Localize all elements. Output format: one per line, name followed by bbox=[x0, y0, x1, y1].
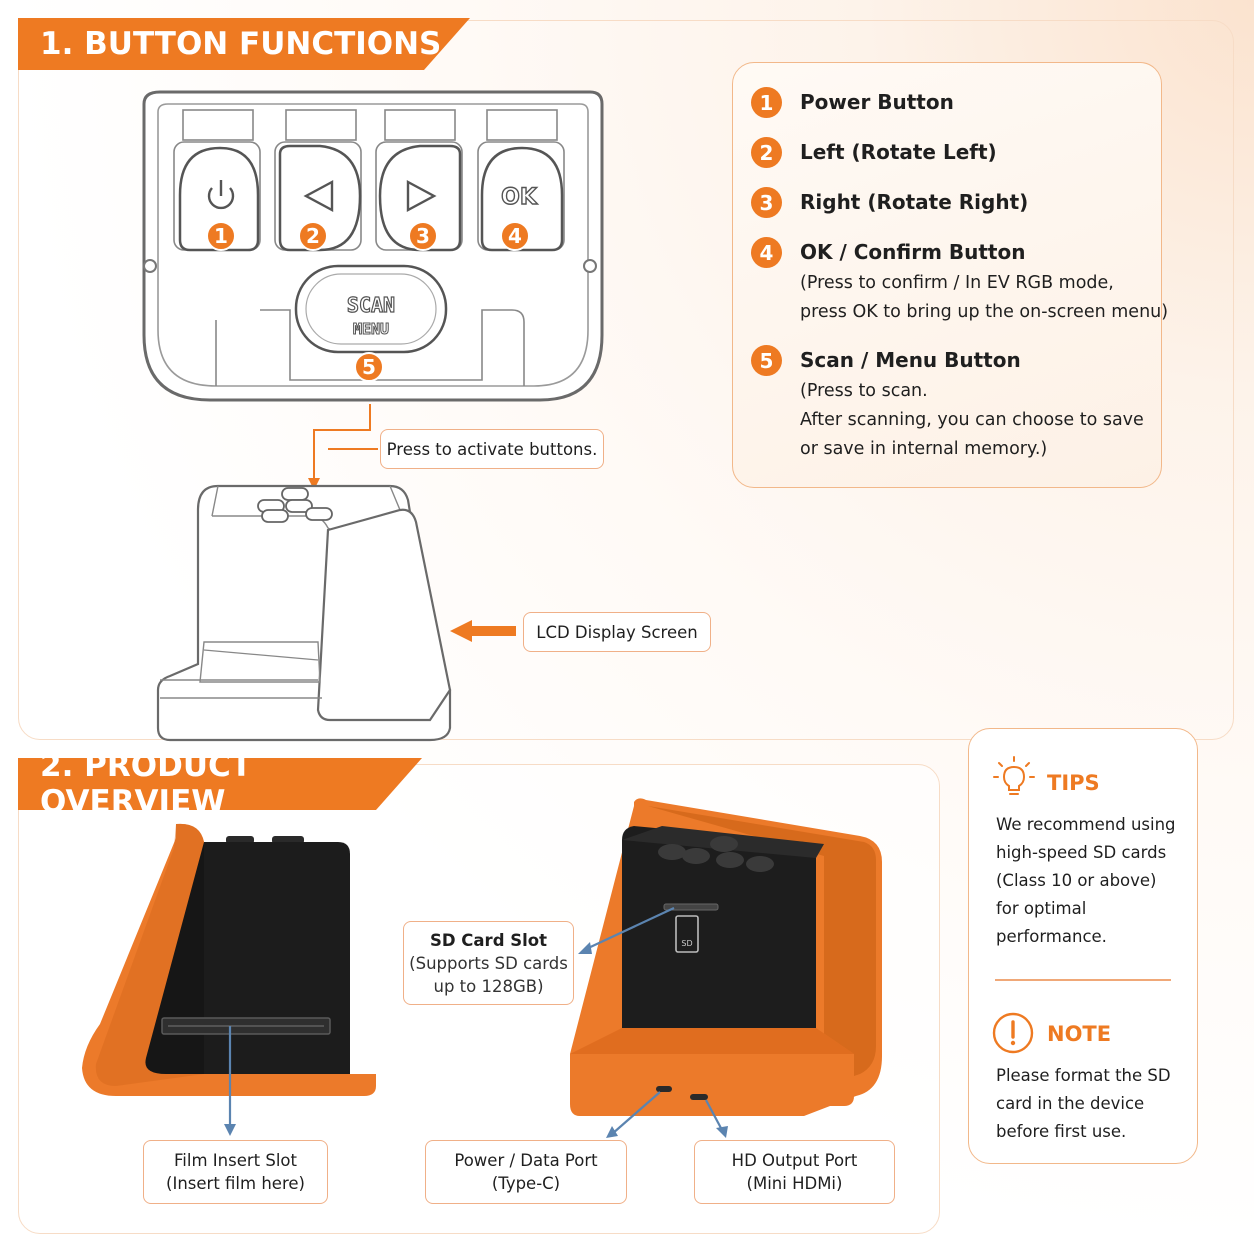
tips-line-5: performance. bbox=[996, 927, 1107, 946]
section-1-frame bbox=[18, 20, 1234, 740]
tips-divider bbox=[995, 979, 1171, 981]
scanner-line-drawing bbox=[156, 484, 452, 742]
legend-number-5: 5 bbox=[751, 345, 782, 376]
tips-line-3: (Class 10 or above) bbox=[996, 871, 1157, 890]
power-port-callout: Power / Data Port (Type-C) bbox=[425, 1140, 627, 1204]
legend-desc-4b: press OK to bring up the on-screen menu) bbox=[800, 302, 1169, 322]
legend-number-4: 4 bbox=[751, 237, 782, 268]
tips-line-4: for optimal bbox=[996, 899, 1087, 918]
tips-body: We recommend using high-speed SD cards (… bbox=[996, 811, 1176, 951]
activate-buttons-callout: Press to activate buttons. bbox=[380, 429, 604, 469]
legend-number-2: 2 bbox=[751, 137, 782, 168]
activate-buttons-text: Press to activate buttons. bbox=[386, 439, 598, 459]
sd-card-slot-sub2: up to 128GB) bbox=[433, 976, 544, 996]
legend-title-2: Left (Rotate Left) bbox=[800, 140, 997, 164]
left-arrow-icon bbox=[303, 179, 334, 213]
lightbulb-icon bbox=[993, 756, 1035, 795]
section-2-header: 2. PRODUCT OVERVIEW bbox=[18, 758, 422, 810]
power-port-title: Power / Data Port bbox=[454, 1151, 598, 1170]
badge-4: 4 bbox=[500, 221, 530, 251]
badge-3: 3 bbox=[408, 221, 438, 251]
film-insert-callout: Film Insert Slot (Insert film here) bbox=[143, 1140, 328, 1204]
tips-line-2: high-speed SD cards bbox=[996, 843, 1167, 862]
badge-5: 5 bbox=[354, 352, 384, 382]
note-line-1: Please format the SD bbox=[996, 1066, 1171, 1085]
legend-title-1: Power Button bbox=[800, 90, 954, 114]
scanner-side-view bbox=[82, 823, 376, 1096]
exclamation-icon bbox=[992, 1012, 1034, 1054]
button-legend: 1 Power Button 2 Left (Rotate Left) 3 Ri… bbox=[732, 62, 1168, 488]
legend-desc-5a: (Press to scan. bbox=[800, 381, 928, 401]
film-insert-title: Film Insert Slot bbox=[174, 1151, 297, 1170]
power-icon bbox=[207, 180, 235, 210]
note-title: NOTE bbox=[1047, 1022, 1112, 1046]
scanner-back-view: SD bbox=[570, 798, 882, 1116]
svg-text:MENU: MENU bbox=[353, 320, 389, 338]
legend-title-4: OK / Confirm Button bbox=[800, 240, 1026, 264]
power-port-sub: (Type-C) bbox=[491, 1174, 561, 1193]
sd-card-slot-callout: SD Card Slot (Supports SD cards up to 12… bbox=[403, 921, 574, 1005]
svg-text:SD: SD bbox=[681, 939, 692, 948]
hd-port-callout: HD Output Port (Mini HDMi) bbox=[694, 1140, 895, 1204]
tips-title: TIPS bbox=[1047, 771, 1100, 795]
legend-title-5: Scan / Menu Button bbox=[800, 348, 1021, 372]
note-line-2: card in the device bbox=[996, 1094, 1145, 1113]
callout-arrows bbox=[224, 907, 728, 1138]
badge-1: 1 bbox=[206, 221, 236, 251]
sd-card-slot-sub1: (Supports SD cards bbox=[409, 953, 568, 973]
badge-2: 2 bbox=[298, 221, 328, 251]
svg-text:SCAN: SCAN bbox=[347, 293, 395, 317]
hd-port-sub: (Mini HDMi) bbox=[746, 1174, 843, 1193]
button-panel-diagram: OK SCAN MENU bbox=[142, 90, 604, 402]
hd-port-title: HD Output Port bbox=[731, 1151, 858, 1170]
tips-line-1: We recommend using bbox=[996, 815, 1176, 834]
lcd-display-callout: LCD Display Screen bbox=[523, 612, 711, 652]
lcd-display-text: LCD Display Screen bbox=[536, 622, 698, 642]
right-arrow-icon bbox=[406, 179, 437, 213]
legend-desc-4a: (Press to confirm / In EV RGB mode, bbox=[800, 273, 1114, 293]
connector-lines bbox=[308, 404, 516, 642]
note-line-3: before first use. bbox=[996, 1122, 1127, 1141]
sd-card-slot-title: SD Card Slot bbox=[429, 930, 548, 950]
section-1-header: 1. BUTTON FUNCTIONS bbox=[18, 18, 470, 70]
svg-text:OK: OK bbox=[501, 185, 538, 210]
legend-desc-5b: After scanning, you can choose to save bbox=[800, 410, 1144, 430]
note-body: Please format the SD card in the device … bbox=[996, 1062, 1171, 1146]
film-insert-sub: (Insert film here) bbox=[166, 1174, 305, 1193]
legend-number-1: 1 bbox=[751, 87, 782, 118]
legend-desc-5c: or save in internal memory.) bbox=[800, 439, 1048, 459]
tips-panel: TIPS We recommend using high-speed SD ca… bbox=[968, 728, 1198, 1164]
legend-number-3: 3 bbox=[751, 187, 782, 218]
legend-title-3: Right (Rotate Right) bbox=[800, 190, 1029, 214]
